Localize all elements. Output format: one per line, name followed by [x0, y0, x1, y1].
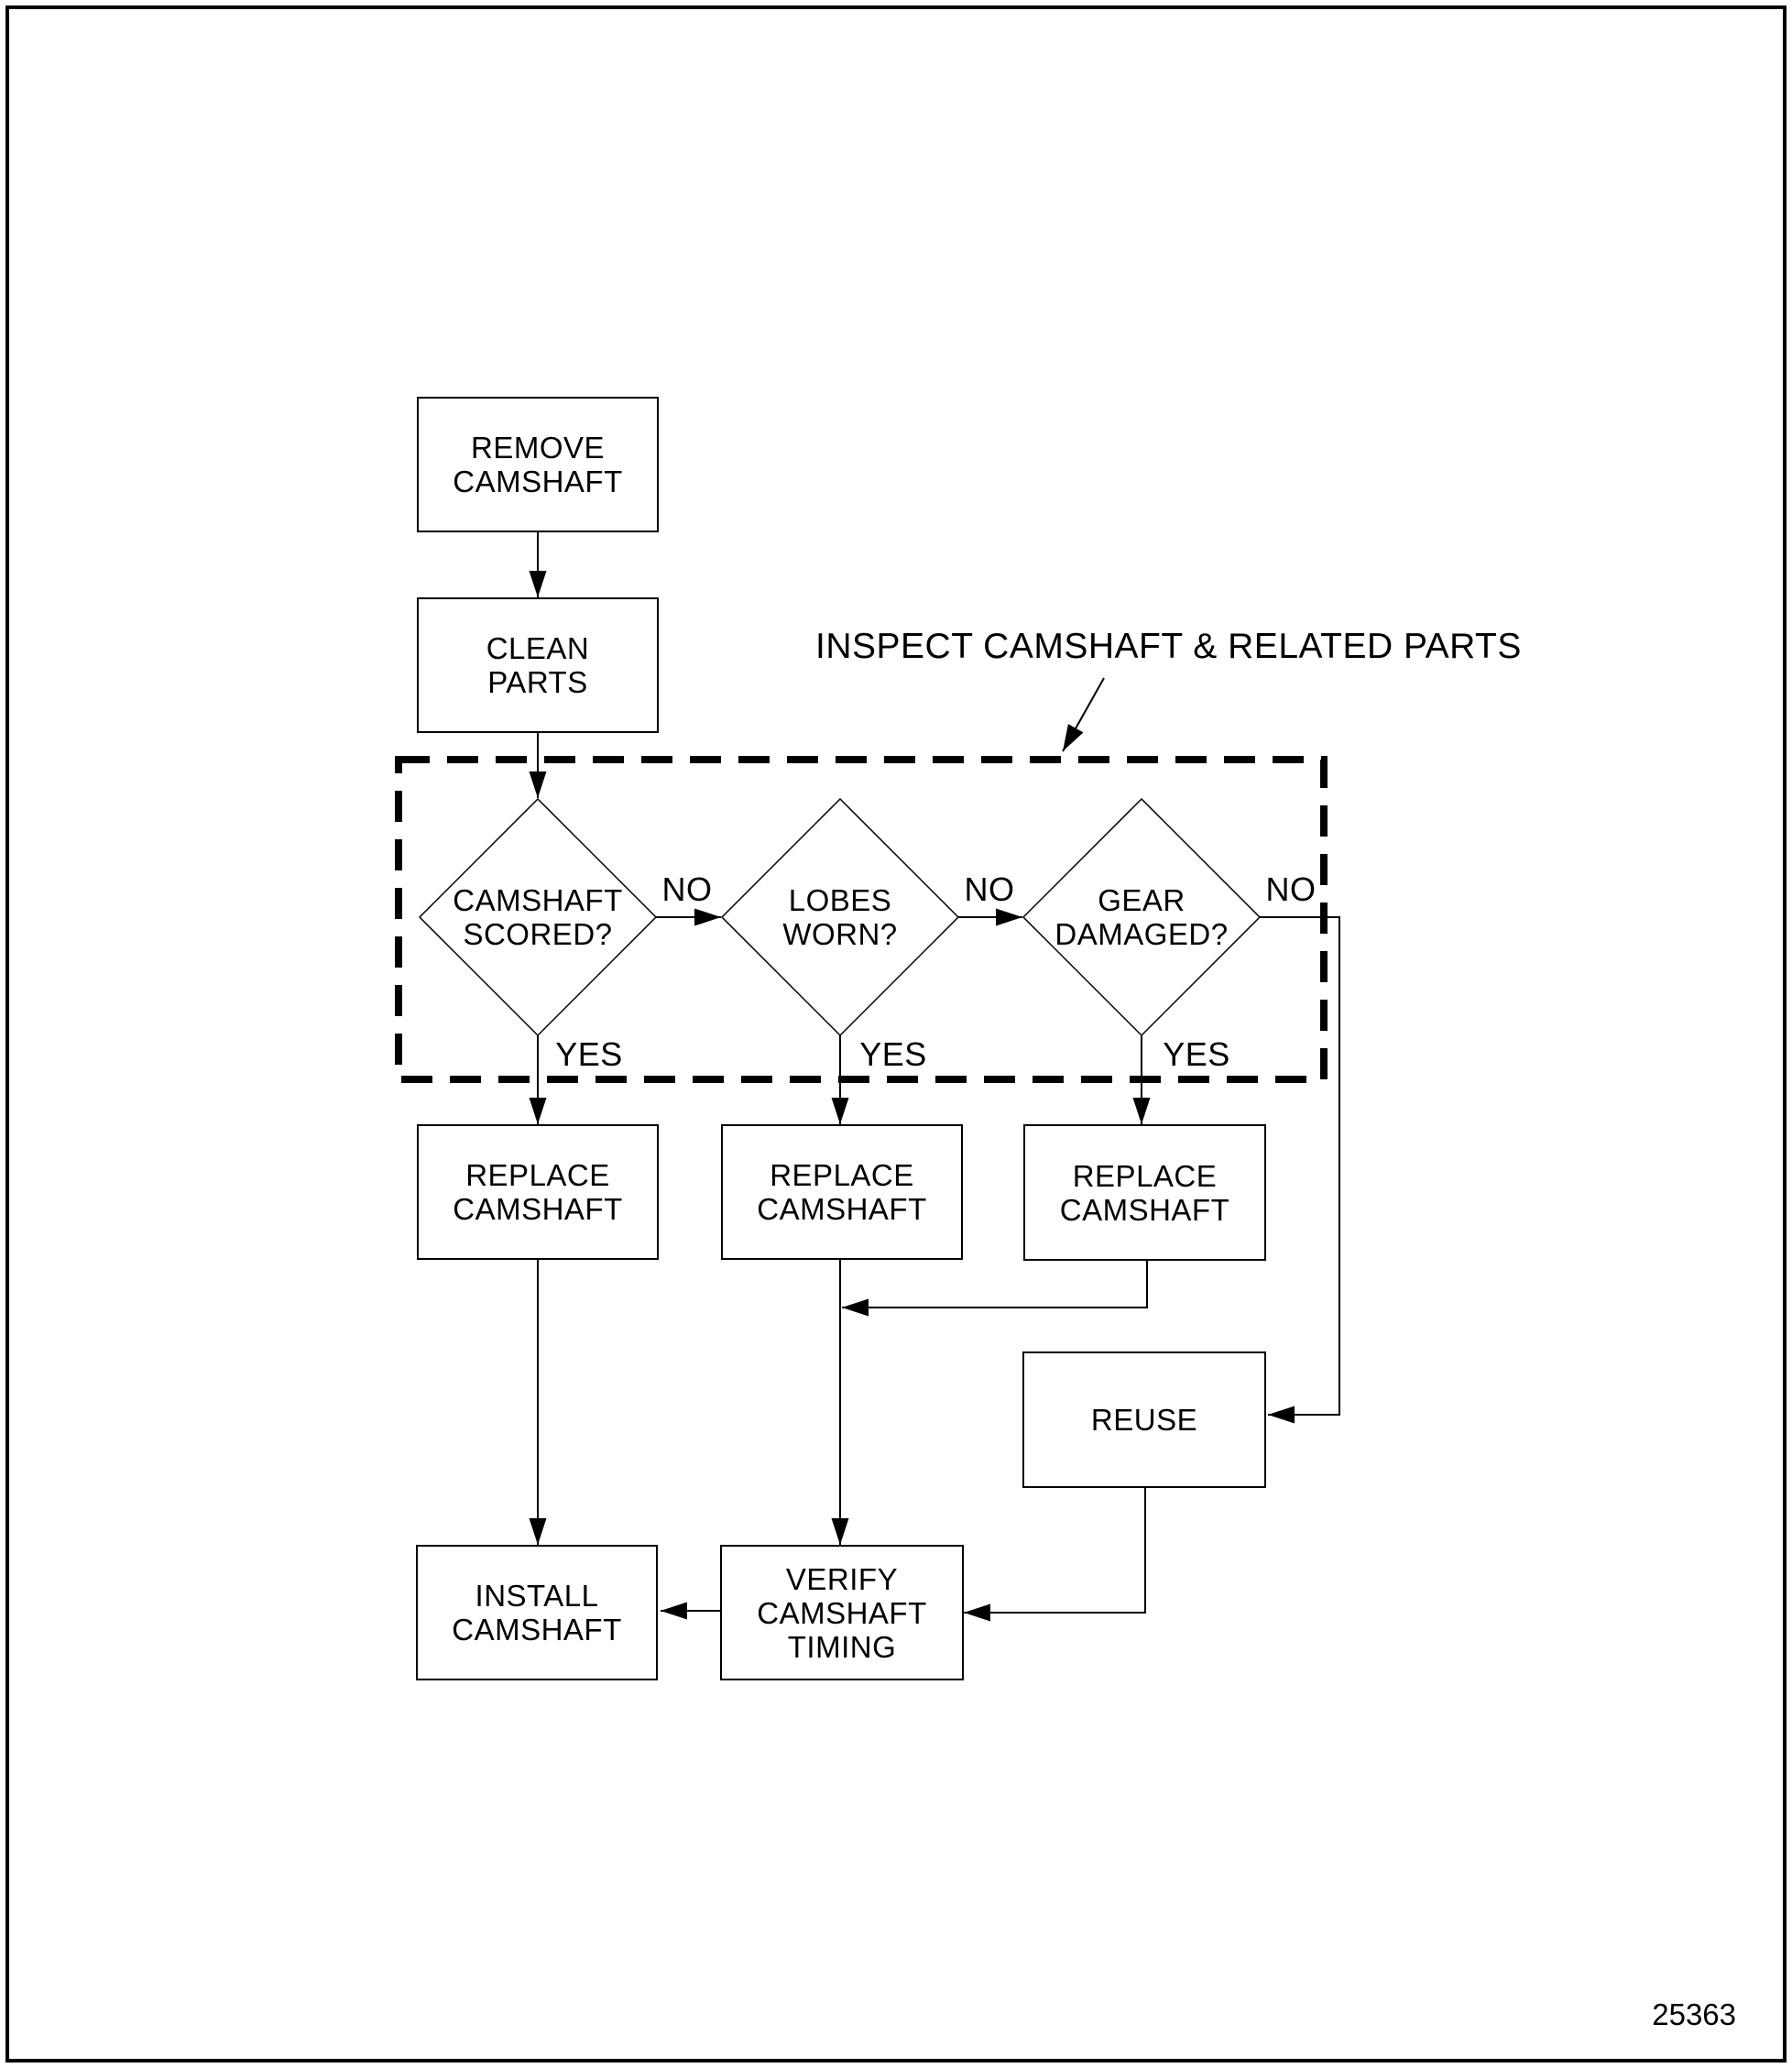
inspect-region-dashed-border [395, 756, 1328, 1083]
region-label-leader-arrow [1062, 677, 1105, 752]
process-box-replace-2 [721, 1124, 963, 1260]
node-install-camshaft: INSTALL CAMSHAFT [452, 1579, 622, 1647]
process-box-verify [720, 1545, 964, 1680]
edge-label-lobes-no: NO [964, 870, 1015, 908]
decision-camshaft-scored: CAMSHAFT SCORED? [453, 883, 623, 951]
edge-label-lobes-yes: YES [859, 1035, 927, 1073]
connector-replace-3-merge [842, 1260, 1148, 1317]
decision-gear-damaged: GEAR DAMAGED? [1054, 883, 1229, 951]
node-replace-camshaft-1: REPLACE CAMSHAFT [453, 1158, 623, 1226]
decision-lobes-worn: LOBES WORN? [782, 883, 898, 951]
node-clean-parts: CLEAN PARTS [486, 631, 590, 699]
process-box-clean [417, 597, 659, 733]
process-box-replace-3 [1023, 1124, 1266, 1261]
edge-label-scored-yes: YES [555, 1035, 623, 1073]
connector-gear-no-to-reuse [1260, 916, 1340, 1424]
process-box-install [416, 1545, 658, 1680]
figure-number: 25363 [1652, 1997, 1736, 2031]
node-replace-camshaft-2: REPLACE CAMSHAFT [757, 1158, 927, 1226]
edge-label-gear-no: NO [1265, 870, 1317, 908]
edge-label-scored-no: NO [661, 870, 713, 908]
edge-label-gear-yes: YES [1163, 1035, 1230, 1073]
node-replace-camshaft-3: REPLACE CAMSHAFT [1059, 1158, 1230, 1227]
node-remove-camshaft: REMOVE CAMSHAFT [453, 431, 623, 498]
node-verify-camshaft-timing: VERIFY CAMSHAFT TIMING [757, 1561, 927, 1664]
inspect-region-label: INSPECT CAMSHAFT & RELATED PARTS [815, 627, 1522, 666]
node-reuse: REUSE [1090, 1403, 1198, 1437]
process-box-reuse [1022, 1351, 1266, 1488]
connector-reuse-to-verify [964, 1487, 1146, 1622]
